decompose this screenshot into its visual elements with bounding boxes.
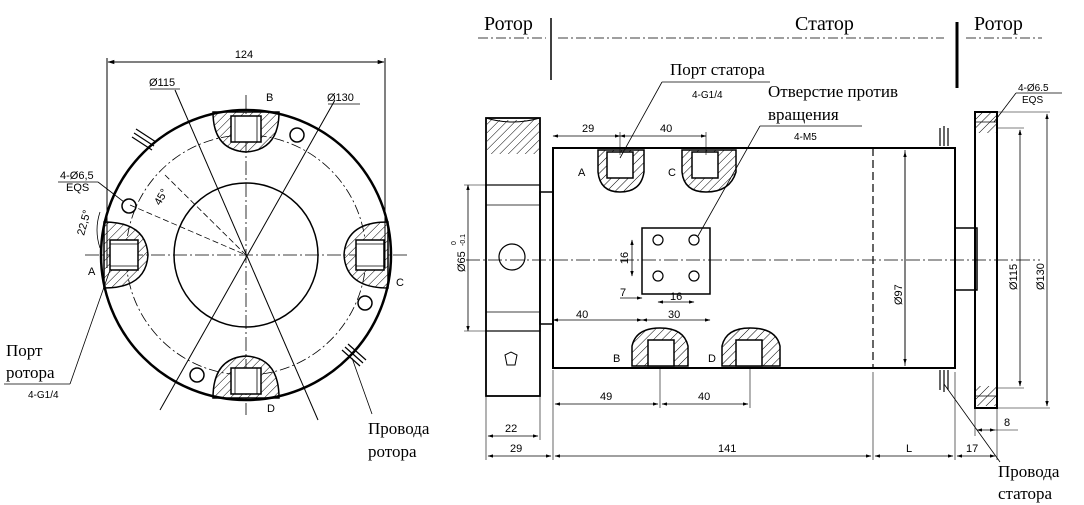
front-port-c [343,221,389,289]
dim-124-text: 124 [235,49,253,61]
side-port-d [721,327,781,367]
rotor-port-thread: 4-G1/4 [28,390,59,401]
dim-d65: Ø65 [456,251,468,272]
dim-16-horizontal: 16 [670,291,682,303]
dim-40-top: 40 [660,123,672,135]
stator-port-label: Порт статора [670,60,765,79]
front-port-b-label: B [266,92,273,104]
side-holes-label: 4-Ø6.5 [1018,83,1049,94]
dim-22: 22 [505,423,517,435]
dim-d65-tol-upper: 0 [451,241,458,245]
dim-d65-tol-lower: -0.1 [460,234,467,246]
rotor-wires-label-2: ротора [368,442,417,461]
stator-port-thread: 4-G1/4 [692,90,723,101]
dim-d115: Ø115 [1008,264,1020,290]
stator-wires-label-2: статора [998,484,1052,503]
rotor-port-label-1: Порт [6,341,43,360]
stator-wires-label-1: Провода [998,462,1060,481]
rotor-flange-left [485,117,554,397]
front-port-a-label: A [88,266,96,278]
front-port-c-label: C [396,277,404,289]
stator-wire-stub-top [939,126,949,146]
dim-29-bottom: 29 [510,443,522,455]
front-angle-22: 22,5° [75,209,93,237]
anti-rot-label-2: вращения [768,105,839,124]
dim-8: 8 [1004,417,1010,429]
dim-40-bottom: 40 [698,391,710,403]
stator-wire-stub-bottom [939,370,949,392]
front-mount-hole-2 [121,198,137,214]
front-mount-hole-4 [189,367,205,383]
side-holes-eqs: EQS [1022,95,1043,106]
anti-rot-thread: 4-M5 [794,132,817,143]
side-view: Ротор Статор Ротор [451,13,1062,503]
dim-16-vertical: 16 [619,252,631,264]
header-rotor-left: Ротор [484,13,533,35]
side-port-b-label: B [613,353,620,365]
dim-29-top: 29 [582,123,594,135]
front-d130-label: Ø130 [327,92,354,104]
dim-7: 7 [620,287,626,299]
front-view: 124 [4,49,430,461]
header-rotor-right: Ротор [974,13,1023,35]
rotor-wire-stub-top [131,128,157,151]
rotor-wire-stub-bottom [341,343,367,367]
side-port-d-label: D [708,353,716,365]
front-port-d [212,355,280,399]
side-port-b [631,327,689,367]
side-port-c-label: C [668,167,676,179]
dim-L: L [906,443,912,455]
front-angle-45: 45° [152,187,171,207]
front-port-b [212,111,280,153]
dim-141: 141 [718,443,736,455]
side-port-c [681,149,737,193]
rotor-port-label-2: ротора [6,363,55,382]
front-port-d-label: D [267,403,275,415]
side-port-a [597,149,645,193]
dim-d130: Ø130 [1035,263,1047,290]
dim-17: 17 [966,443,978,455]
front-holes-label: 4-Ø6,5 [60,170,94,182]
dim-40-middle: 40 [576,309,588,321]
front-mount-hole-1 [289,127,305,143]
header-stator: Статор [795,13,854,35]
dim-d97: Ø97 [893,284,905,305]
dim-30: 30 [668,309,680,321]
rotor-flange-right [954,111,998,409]
anti-rot-label-1: Отверстие против [768,82,898,101]
front-port-a [103,221,149,289]
front-d115-label: Ø115 [149,77,175,89]
dim-49: 49 [600,391,612,403]
front-mount-hole-3 [357,295,373,311]
rotor-wires-label-1: Провода [368,419,430,438]
front-holes-eqs: EQS [66,182,89,194]
anti-rotation-plate [641,227,711,295]
side-port-a-label: A [578,167,586,179]
